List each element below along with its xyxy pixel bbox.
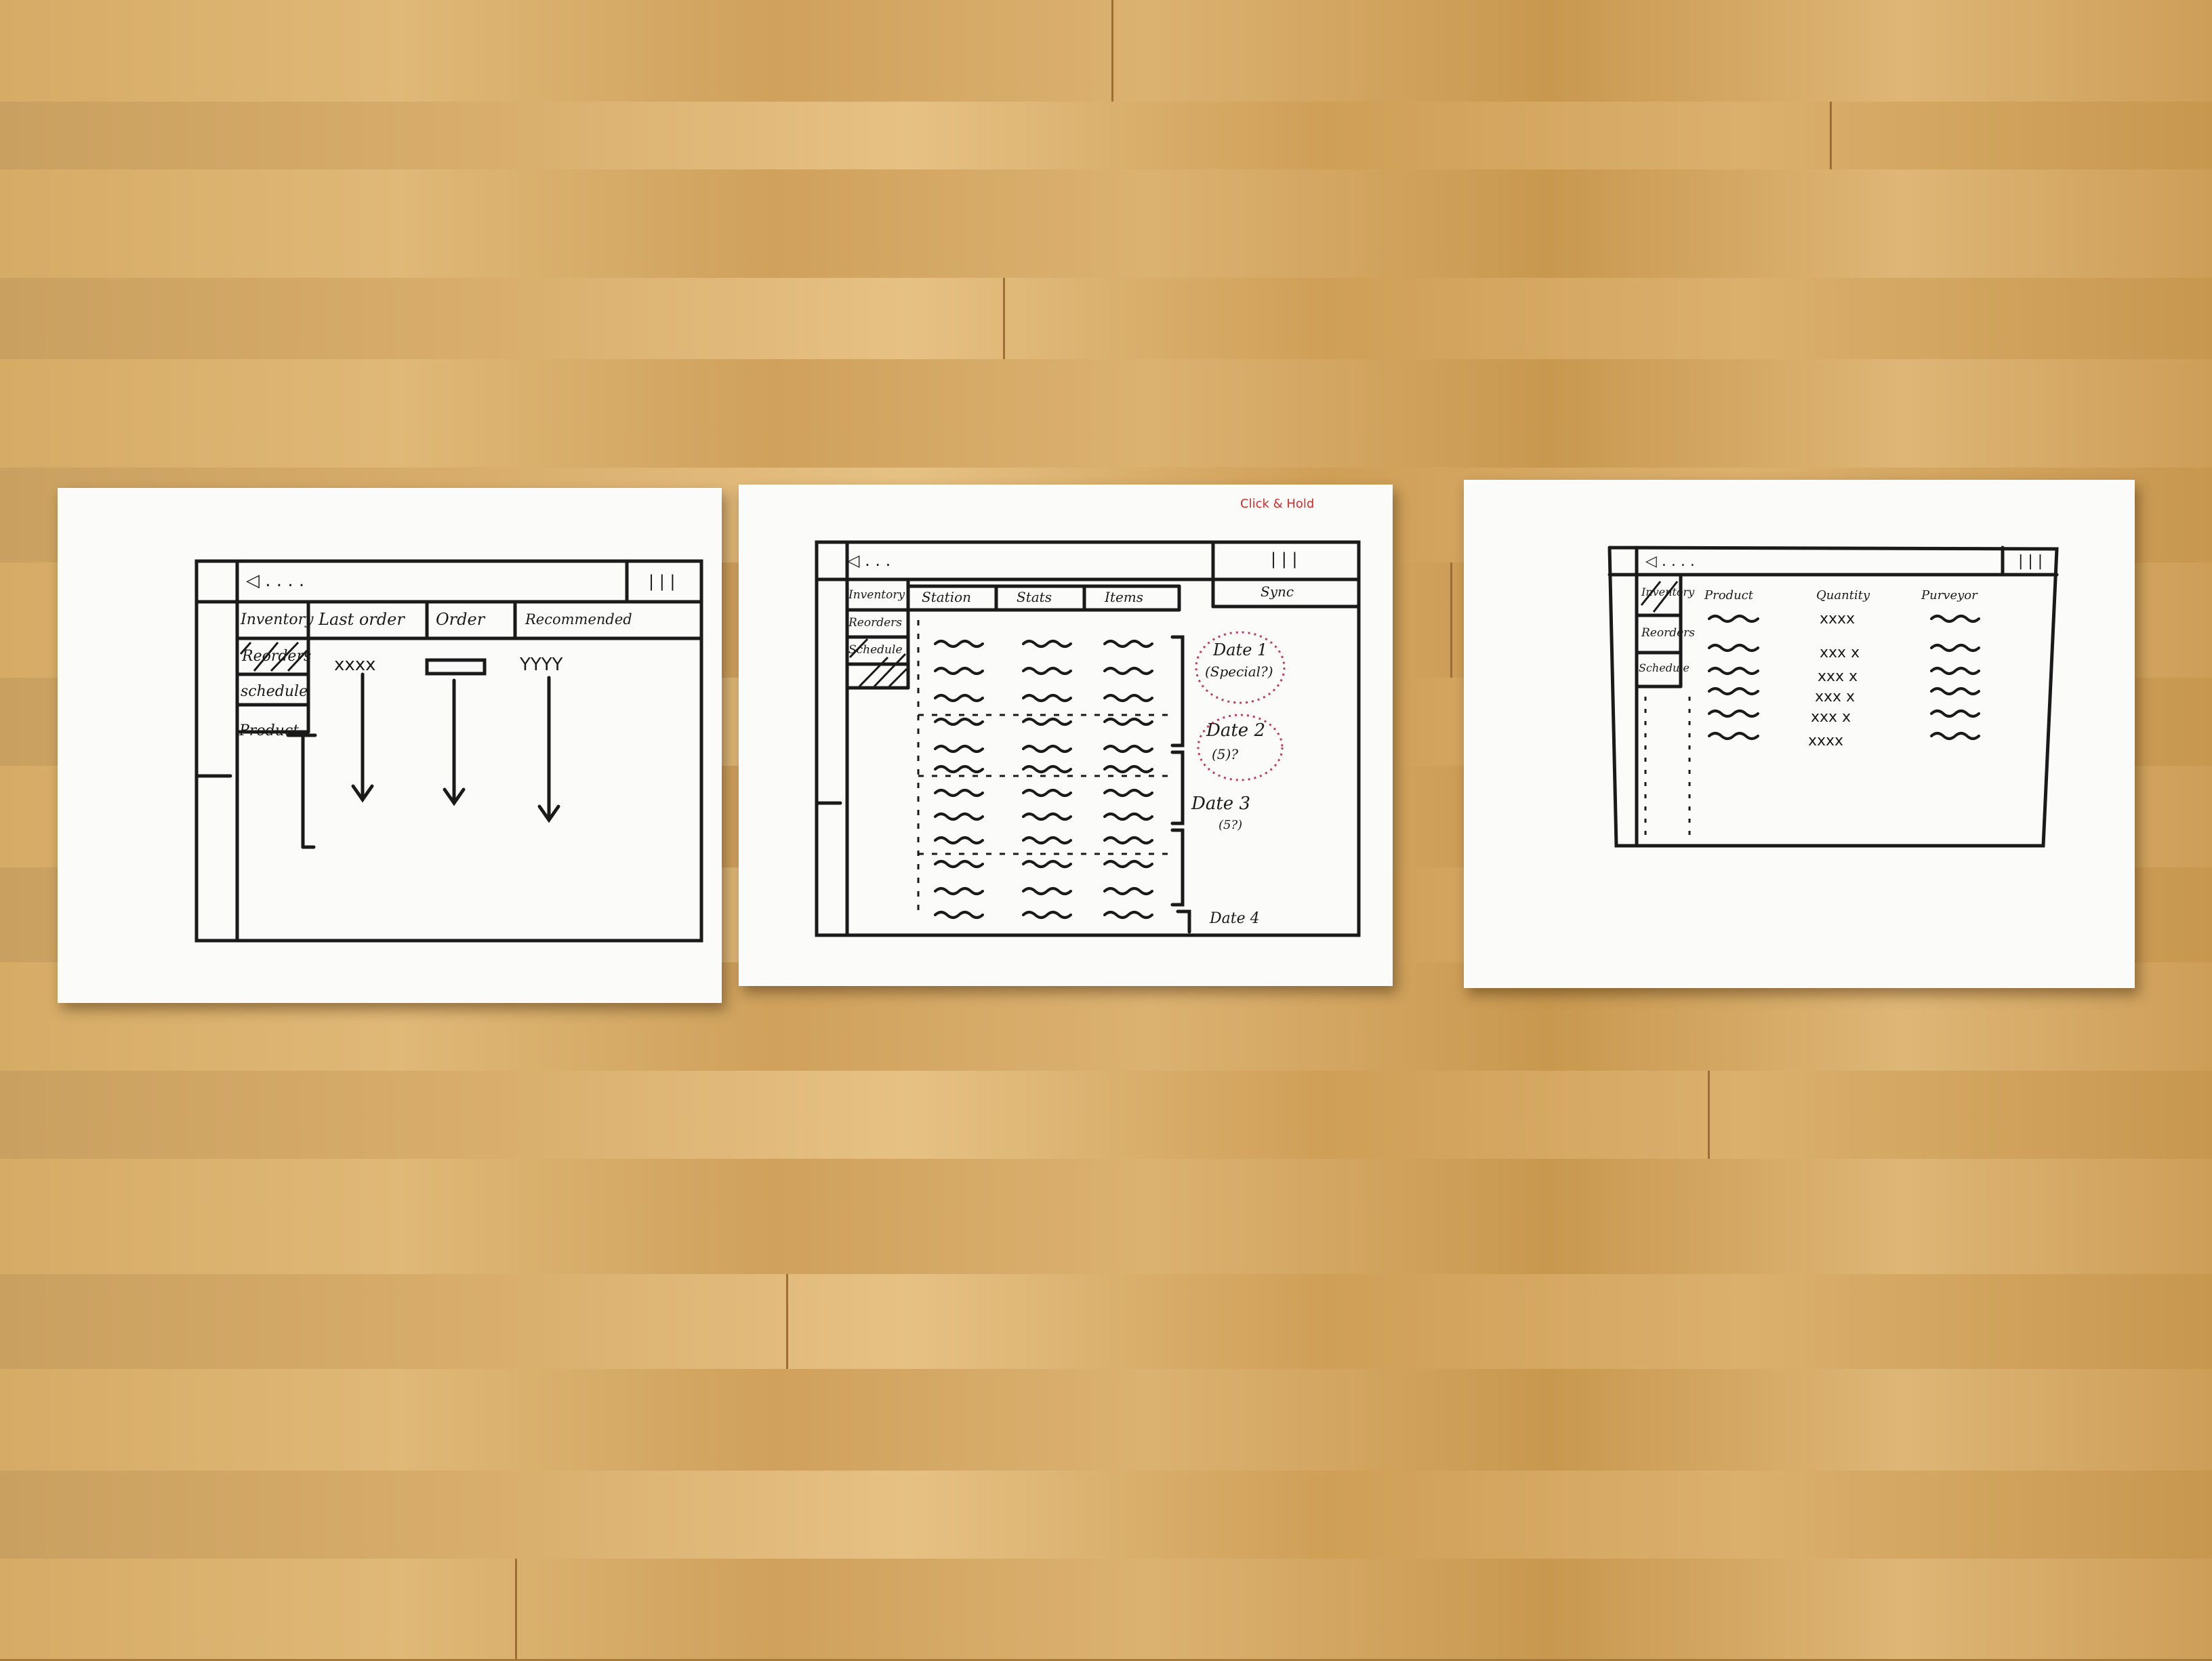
menu-icon: | | | — [1271, 550, 1298, 569]
placeholder-scribble — [934, 745, 984, 753]
tab-station: Station — [922, 589, 972, 605]
placeholder-scribble — [1930, 687, 1980, 695]
quantity-cell: xxxx — [1808, 733, 1844, 750]
placeholder-scribble — [1708, 615, 1759, 623]
placeholder-scribble — [1930, 615, 1980, 623]
placeholder-scribble — [1022, 718, 1072, 726]
placeholder-scribble — [934, 640, 984, 648]
placeholder-scribble — [1022, 860, 1072, 868]
sketch-2-wireframe — [815, 540, 1361, 937]
row-value-recommended: YYYY — [520, 655, 563, 675]
nav-back-icon: ◁ . . . — [847, 551, 891, 570]
annotation-click-hold: Click & Hold — [1240, 497, 1315, 511]
quantity-cell: xxx x — [1811, 709, 1851, 726]
sidebar-item-schedule: schedule — [241, 683, 308, 700]
sidebar-item-reorders: Reorders — [242, 648, 312, 665]
column-header-order: Order — [436, 610, 485, 629]
group-date-1-note: (Special?) — [1205, 663, 1273, 680]
placeholder-scribble — [1103, 887, 1153, 895]
placeholder-scribble — [1708, 710, 1759, 718]
placeholder-scribble — [1930, 644, 1980, 652]
menu-icon: | | | — [2018, 553, 2043, 570]
placeholder-scribble — [1103, 745, 1153, 753]
sidebar-item-reorders: Reorders — [1641, 626, 1696, 640]
placeholder-scribble — [934, 718, 984, 726]
column-header-product: Product — [1704, 588, 1753, 602]
placeholder-scribble — [1930, 710, 1980, 718]
column-header-quantity: Quantity — [1816, 588, 1870, 602]
placeholder-scribble — [1103, 667, 1153, 675]
group-date-3-note: (5?) — [1218, 818, 1243, 832]
sidebar-item-schedule: Schedule — [1639, 661, 1689, 674]
placeholder-scribble — [1708, 732, 1759, 740]
placeholder-scribble — [1022, 640, 1072, 648]
row-label-product: Product — [239, 722, 299, 739]
column-header-purveyor: Purveyor — [1921, 588, 1978, 602]
placeholder-scribble — [934, 813, 984, 821]
placeholder-scribble — [934, 887, 984, 895]
placeholder-scribble — [1022, 765, 1072, 773]
placeholder-scribble — [934, 667, 984, 675]
sync-button: Sync — [1261, 583, 1294, 600]
menu-icon: | | | — [649, 572, 676, 591]
quantity-cell: xxx x — [1815, 689, 1856, 705]
placeholder-scribble — [1103, 911, 1153, 919]
paper-sketch-order-screen: ◁ . . . . | | | Inventory Reorders sched… — [58, 488, 722, 1003]
placeholder-scribble — [934, 789, 984, 797]
quantity-cell: xxx x — [1818, 668, 1858, 685]
placeholder-scribble — [1022, 745, 1072, 753]
placeholder-scribble — [1930, 732, 1980, 740]
placeholder-scribble — [1103, 765, 1153, 773]
sidebar-item-inventory: Inventory — [241, 611, 314, 628]
quantity-cell: xxxx — [1820, 611, 1856, 628]
placeholder-scribble — [1022, 887, 1072, 895]
group-date-3: Date 3 — [1191, 794, 1250, 814]
sidebar-item-inventory: Inventory — [848, 588, 905, 602]
group-date-2: Date 2 — [1206, 720, 1265, 741]
placeholder-scribble — [1103, 789, 1153, 797]
placeholder-scribble — [1103, 694, 1153, 702]
placeholder-scribble — [1022, 911, 1072, 919]
column-header-last-order: Last order — [319, 610, 405, 629]
placeholder-scribble — [1022, 694, 1072, 702]
placeholder-scribble — [934, 765, 984, 773]
tab-stats: Stats — [1017, 589, 1052, 605]
placeholder-scribble — [1103, 718, 1153, 726]
group-date-2-note: (5)? — [1212, 746, 1239, 762]
group-date-1: Date 1 — [1213, 640, 1268, 659]
placeholder-scribble — [1103, 860, 1153, 868]
placeholder-scribble — [934, 836, 984, 844]
sidebar-item-inventory: Inventory — [1641, 586, 1695, 598]
tab-items: Items — [1105, 589, 1144, 605]
paper-sketch-reorders-screen: ◁ . . . . | | | Inventory Reorders Sched… — [1464, 480, 2135, 988]
placeholder-scribble — [1930, 667, 1980, 675]
placeholder-scribble — [1022, 836, 1072, 844]
row-value-last-order: xxxx — [334, 655, 376, 675]
nav-back-icon: ◁ . . . . — [246, 571, 305, 591]
placeholder-scribble — [1022, 789, 1072, 797]
sketch-3-wireframe — [1607, 546, 2059, 848]
quantity-cell: xxx x — [1820, 644, 1860, 661]
placeholder-scribble — [934, 911, 984, 919]
placeholder-scribble — [934, 860, 984, 868]
sidebar-item-reorders: Reorders — [848, 616, 903, 630]
sketch-1-wireframe — [194, 559, 703, 943]
group-date-4: Date 4 — [1210, 910, 1260, 927]
placeholder-scribble — [1103, 813, 1153, 821]
sidebar-item-schedule: Schedule — [848, 643, 903, 657]
paper-sketch-schedule-screen: Click & Hold ◁ . . . | | | Sync Inventor… — [739, 485, 1393, 986]
placeholder-scribble — [934, 694, 984, 702]
placeholder-scribble — [1708, 687, 1759, 695]
placeholder-scribble — [1022, 667, 1072, 675]
placeholder-scribble — [1708, 644, 1759, 652]
placeholder-scribble — [1103, 836, 1153, 844]
placeholder-scribble — [1022, 813, 1072, 821]
placeholder-scribble — [1708, 667, 1759, 675]
nav-back-icon: ◁ . . . . — [1645, 553, 1695, 570]
column-header-recommended: Recommended — [525, 611, 632, 628]
placeholder-scribble — [1103, 640, 1153, 648]
